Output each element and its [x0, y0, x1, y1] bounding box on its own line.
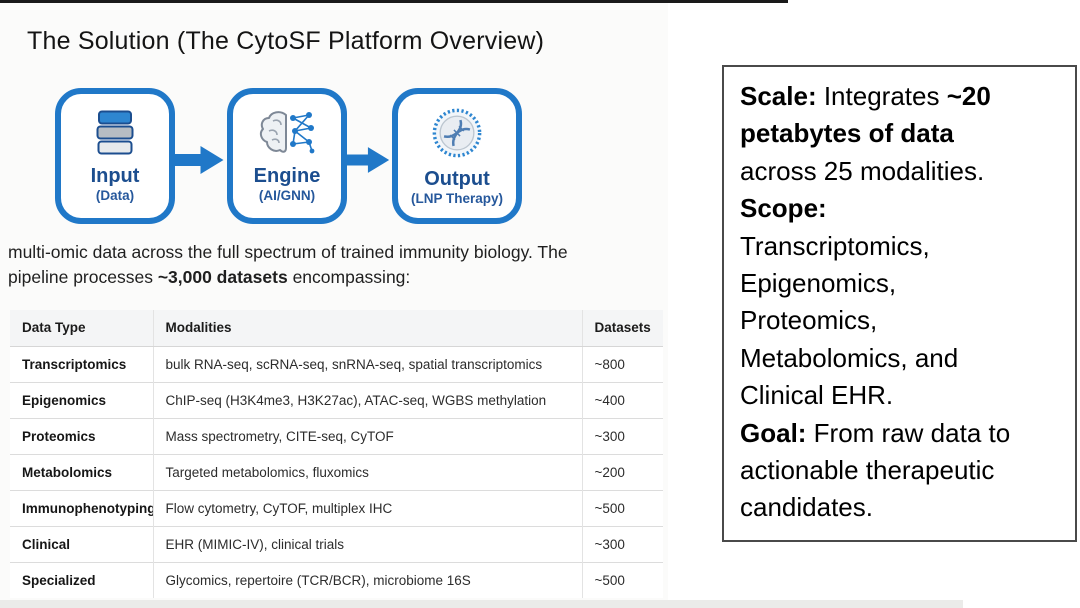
text-line: Transcriptomics,	[740, 230, 930, 261]
table-cell: EHR (MIMIC-IV), clinical trials	[152, 525, 582, 562]
flow-node-label: Output	[424, 168, 490, 190]
text-line: pipeline processes ~3,000 datasets encom…	[8, 267, 411, 287]
text-line: Proteomics,	[740, 305, 878, 336]
table-cell: Immunophenotyping	[10, 489, 153, 526]
table-cell: ~300	[581, 417, 663, 454]
table-cell: ~300	[581, 525, 663, 562]
intro-text: multi-omic data across the full spectrum…	[8, 240, 668, 290]
table-cell: Transcriptomics	[10, 345, 153, 382]
text-line: multi-omic data across the full spectrum…	[8, 242, 568, 262]
table-cell: ~200	[581, 453, 663, 490]
table-cell: ChIP-seq (H3K4me3, H3K27ac), ATAC-seq, W…	[152, 381, 582, 418]
text-line: Goal: From raw data to	[740, 417, 1011, 448]
text-line: Clinical EHR.	[740, 380, 894, 411]
brain-network-icon	[259, 110, 315, 161]
table-cell: Mass spectrometry, CITE-seq, CyTOF	[152, 417, 582, 454]
table-cell: Specialized	[10, 561, 153, 598]
flow-node-sublabel: (Data)	[95, 188, 135, 203]
flow-node-label: Input	[90, 165, 140, 187]
flow-node-output: Output (LNP Therapy)	[392, 88, 522, 224]
flow-node-sublabel: (LNP Therapy)	[410, 191, 503, 206]
database-icon	[95, 110, 135, 161]
text-line: across 25 modalities.	[740, 155, 985, 186]
bottom-strip	[0, 600, 963, 608]
table-cell: Proteomics	[10, 417, 153, 454]
text-line: candidates.	[740, 492, 873, 523]
table-cell: Metabolomics	[10, 453, 153, 490]
page-title: The Solution (The CytoSF Platform Overvi…	[27, 27, 545, 55]
text-line: Scale: Integrates ~20	[740, 81, 991, 111]
table-cell: bulk RNA-seq, scRNA-seq, snRNA-seq, spat…	[152, 345, 582, 382]
flow-node-input: Input (Data)	[55, 88, 175, 224]
column-header: Datasets	[581, 310, 663, 347]
table-cell: Targeted metabolomics, fluxomics	[152, 453, 582, 490]
text-line: Scope:	[740, 193, 827, 224]
table-cell: Clinical	[10, 525, 153, 562]
column-header: Data Type	[10, 310, 153, 347]
table-cell: ~400	[581, 381, 663, 418]
table-cell: Epigenomics	[10, 381, 153, 418]
table-cell: ~500	[581, 489, 663, 526]
text-line: Metabolomics, and	[740, 342, 959, 373]
table-cell: ~500	[581, 561, 663, 598]
table-cell: Glycomics, repertoire (TCR/BCR), microbi…	[152, 561, 582, 598]
arrow-right-icon	[173, 143, 226, 177]
summary-panel: Scale: Integrates ~20 petabytes of data ac…	[722, 65, 1077, 542]
table-cell: Flow cytometry, CyTOF, multiplex IHC	[152, 489, 582, 526]
lnp-particle-icon	[431, 107, 483, 164]
flow-node-label: Engine	[253, 165, 321, 187]
column-header: Modalities	[152, 310, 582, 347]
flow-node-sublabel: (AI/GNN)	[258, 188, 316, 203]
sidebar-text: Scale: Integrates ~20 petabytes of data ac…	[740, 78, 1059, 527]
top-divider-line	[0, 0, 788, 3]
arrow-right-icon	[343, 143, 391, 177]
table-cell: ~800	[581, 345, 663, 382]
flow-node-engine: Engine (AI/GNN)	[227, 88, 347, 224]
text-line: Epigenomics,	[740, 268, 897, 299]
text-line: actionable therapeutic	[740, 455, 995, 486]
text-line: petabytes of data	[740, 118, 954, 149]
